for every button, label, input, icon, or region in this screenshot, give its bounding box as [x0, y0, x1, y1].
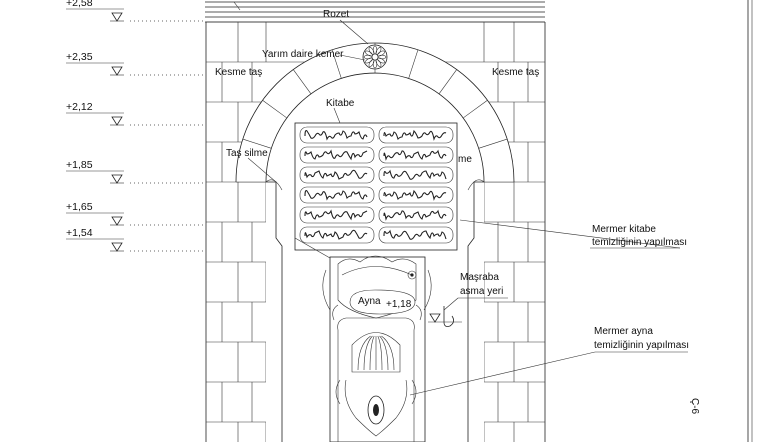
- elevation-marker: +2,58: [66, 0, 205, 22]
- top-cornice: [205, 1, 545, 23]
- masraba-label-line1: Maşraba: [460, 272, 499, 283]
- marble-mirror-note-line2: temizliğinin yapılması: [594, 340, 689, 351]
- elevation-label: +2,35: [66, 51, 93, 63]
- elevation-label: +1,65: [66, 201, 93, 213]
- leader-lines: [233, 1, 688, 396]
- stone-molding-label-right: me: [458, 154, 472, 165]
- inscription-cartouche: [299, 146, 375, 164]
- elevation-marker: +1,65: [66, 201, 205, 226]
- facade-outline: [205, 22, 546, 442]
- masraba-hook: [428, 306, 462, 327]
- inscription-cartouche: [378, 146, 454, 164]
- elevation-label: +1,85: [66, 159, 93, 171]
- elevation-label: +2,12: [66, 101, 93, 113]
- marble-mirror-note-line1: Mermer ayna: [594, 326, 653, 337]
- rozet-label: Rozet: [323, 9, 349, 20]
- inscription-panel: [294, 122, 458, 251]
- inscription-cartouche: [378, 126, 454, 144]
- inscription-cartouche: [299, 186, 375, 204]
- elevation-markers: +2,58 +2,35 +2,12 +1,85 +1,65 +1,54: [66, 0, 205, 252]
- elevation-marker: +1,85: [66, 159, 205, 184]
- arch-label: Yarım daire kemer: [262, 49, 344, 60]
- marble-inscription-note-line2: temizliğinin yapılması: [592, 237, 687, 248]
- elevation-label: +2,58: [66, 0, 93, 9]
- inscription-cartouche: [299, 226, 375, 244]
- rosette-ornament: [362, 44, 388, 70]
- inscription-cartouche: [299, 206, 375, 224]
- masraba-label-line2: asma yeri: [460, 286, 503, 297]
- inscription-cartouche: [378, 226, 454, 244]
- inscription-cartouche: [299, 126, 375, 144]
- marble-inscription-note-line1: Mermer kitabe: [592, 224, 656, 235]
- cut-stone-label-left: Kesme taş: [215, 67, 262, 78]
- fountain-mirror-panel: [322, 255, 432, 442]
- inscription-cartouche: [378, 186, 454, 204]
- inscription-cartouche: [378, 166, 454, 184]
- cut-stone-label-right: Kesme taş: [492, 67, 539, 78]
- elevation-label: +1,54: [66, 227, 93, 239]
- kitabe-label: Kitabe: [326, 98, 355, 109]
- inscription-cartouche: [378, 206, 454, 224]
- ayna-label: Ayna: [358, 296, 381, 307]
- stone-molding-label-left: Taş silme: [226, 148, 268, 159]
- ayna-label-group: [349, 289, 416, 315]
- elevation-marker: +1,54: [66, 227, 205, 252]
- elevation-marker: +2,35: [66, 51, 205, 76]
- elevation-marker: +2,12: [66, 101, 205, 126]
- section-mark: Ç-6: [689, 398, 700, 415]
- ayna-elevation-label: +1,18: [386, 299, 412, 310]
- inscription-cartouche: [299, 166, 375, 184]
